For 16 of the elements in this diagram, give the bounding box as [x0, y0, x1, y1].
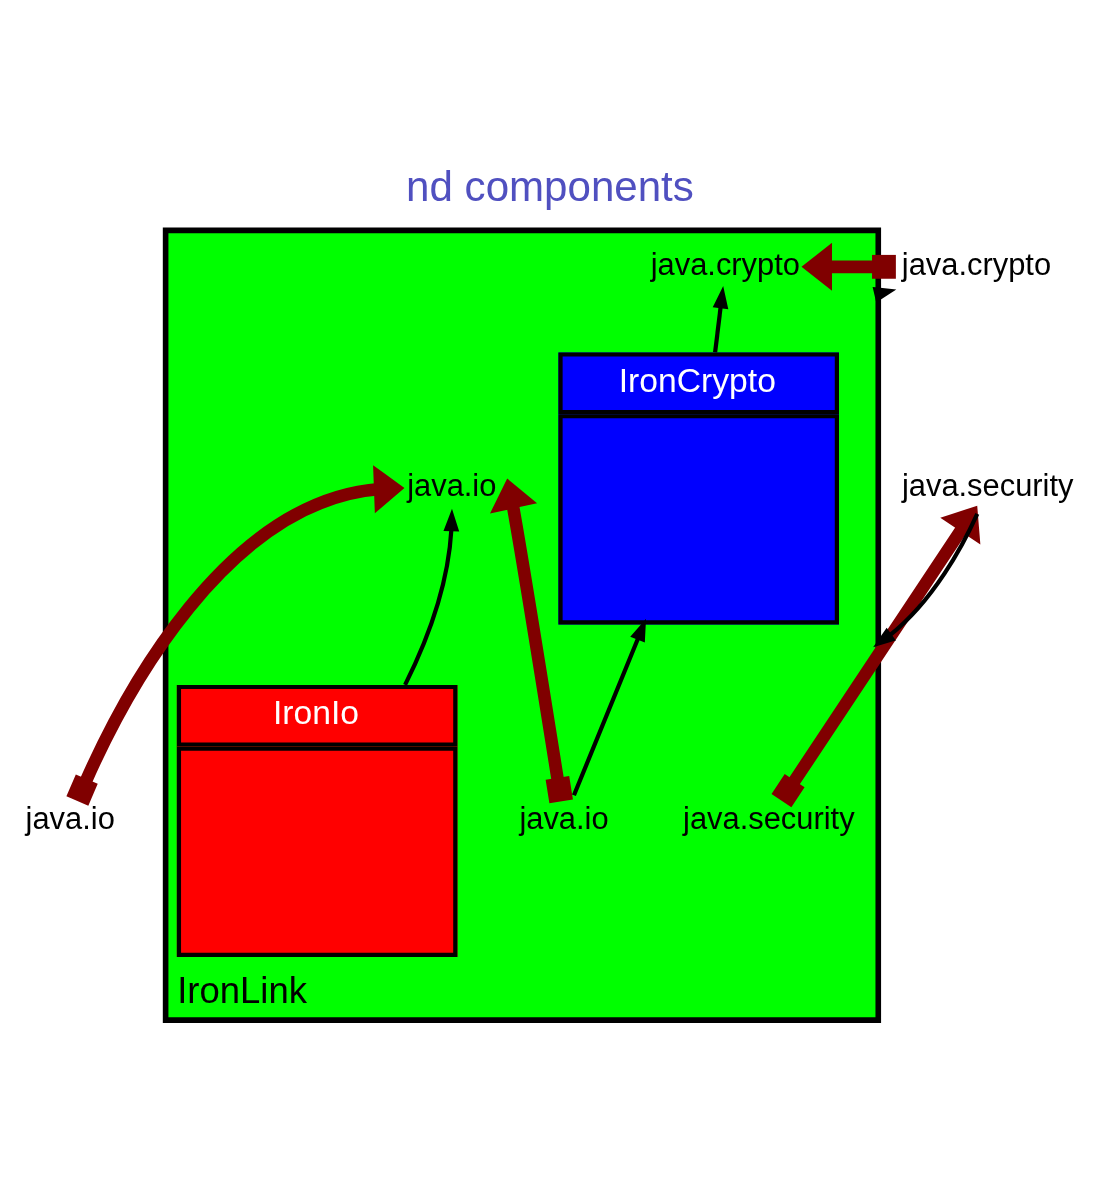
- arrow: [801, 242, 896, 291]
- diagram-title: nd components: [406, 162, 694, 210]
- arrow: [490, 478, 573, 803]
- arrow: [66, 464, 405, 806]
- arrow: [712, 285, 729, 352]
- node-text: java.security: [901, 467, 1074, 503]
- node-text: java.security: [683, 800, 855, 836]
- arrow: [771, 505, 981, 807]
- arrow: [873, 512, 980, 647]
- node-text: java.io: [407, 467, 497, 503]
- node-text: java.crypto: [650, 246, 800, 282]
- node-text: java.io: [25, 800, 115, 836]
- arrow: [403, 508, 460, 686]
- node-text: java.io: [519, 800, 609, 836]
- arrow: [572, 618, 647, 796]
- node-text: java.crypto: [901, 246, 1052, 282]
